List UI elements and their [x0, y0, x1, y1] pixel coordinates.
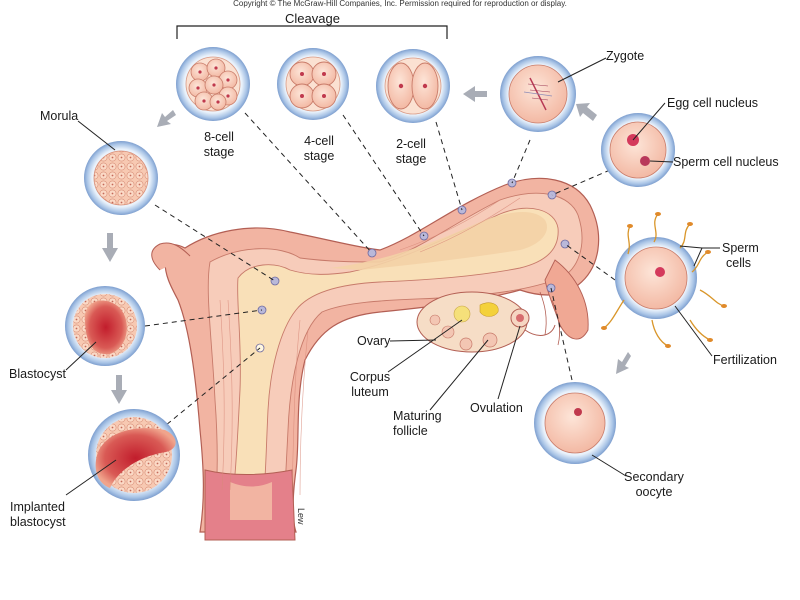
secondary-oocyte [534, 382, 616, 464]
label-sperm-cells: Sperm cells [722, 241, 759, 271]
morula [84, 141, 158, 215]
label-implanted-line2: blastocyst [10, 515, 66, 530]
label-2-cell-line2: stage [388, 152, 434, 167]
label-sperm-line1: Sperm [722, 241, 759, 256]
label-8-cell-line2: stage [196, 145, 242, 160]
label-zygote: Zygote [606, 49, 644, 64]
uterus [152, 178, 599, 540]
label-egg-cell-nucleus: Egg cell nucleus [667, 96, 758, 111]
label-8-cell-line1: 8-cell [196, 130, 242, 145]
label-blastocyst: Blastocyst [9, 367, 66, 382]
label-4-cell-stage: 4-cell stage [296, 134, 342, 164]
label-cleavage: Cleavage [285, 11, 340, 26]
label-oocyte-line1: Secondary [620, 470, 688, 485]
label-maturing-line1: Maturing [393, 409, 442, 424]
zygote [500, 56, 576, 132]
label-ovary: Ovary [357, 334, 390, 349]
cleavage-bracket [177, 26, 447, 39]
artist-signature: Lew [296, 508, 306, 525]
label-implanted-line1: Implanted [10, 500, 66, 515]
two-cell-embryo [376, 49, 450, 123]
label-maturing-line2: follicle [393, 424, 442, 439]
fertilization-cell [601, 212, 727, 348]
label-ovulation: Ovulation [470, 401, 523, 416]
implanted-blastocyst [88, 409, 180, 501]
label-8-cell-stage: 8-cell stage [196, 130, 242, 160]
label-4-cell-line2: stage [296, 149, 342, 164]
label-sperm-cell-nucleus: Sperm cell nucleus [673, 155, 779, 170]
egg-sperm-nuclei-cell [601, 113, 675, 187]
label-maturing-follicle: Maturing follicle [393, 409, 442, 439]
label-sperm-line2: cells [722, 256, 759, 271]
label-corpus-line1: Corpus [345, 370, 395, 385]
label-fertilization: Fertilization [713, 353, 777, 368]
eight-cell-embryo [176, 47, 250, 121]
label-implanted-blastocyst: Implanted blastocyst [10, 500, 66, 530]
label-2-cell-line1: 2-cell [388, 137, 434, 152]
label-morula: Morula [40, 109, 78, 124]
label-4-cell-line1: 4-cell [296, 134, 342, 149]
four-cell-embryo [277, 48, 349, 120]
label-corpus-luteum: Corpus luteum [345, 370, 395, 400]
label-oocyte-line2: oocyte [620, 485, 688, 500]
label-corpus-line2: luteum [345, 385, 395, 400]
blastocyst [65, 286, 145, 366]
label-2-cell-stage: 2-cell stage [388, 137, 434, 167]
label-secondary-oocyte: Secondary oocyte [620, 470, 688, 500]
